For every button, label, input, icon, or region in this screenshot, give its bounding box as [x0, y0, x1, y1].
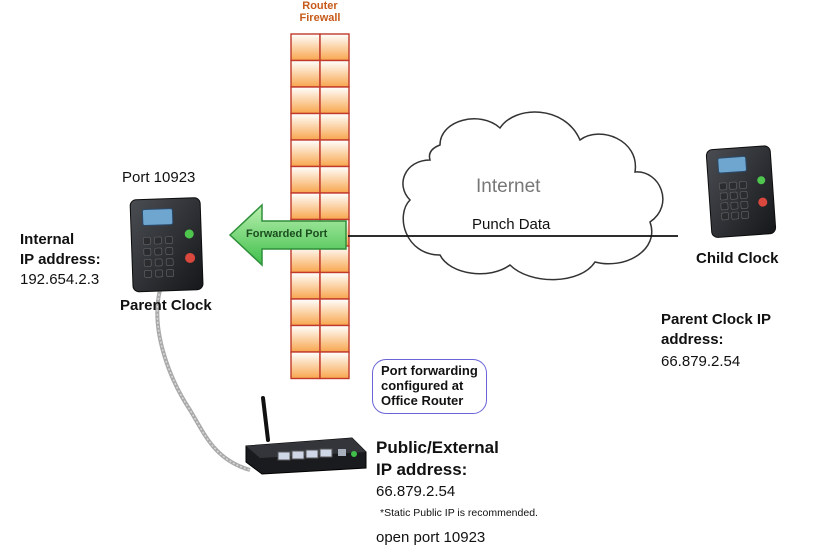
- public-ip-title-line2: IP address:: [376, 460, 468, 479]
- keypad-key: [740, 201, 749, 209]
- keypad-key: [165, 247, 174, 256]
- keypad-key: [720, 202, 729, 211]
- port-forwarding-note: Port forwarding configured at Office Rou…: [372, 359, 487, 414]
- keypad-key: [730, 201, 739, 210]
- firewall-brick: [290, 298, 321, 327]
- note-line2: configured at: [381, 377, 464, 393]
- parent-port-label: Port 10923: [122, 169, 196, 186]
- firewall-brick: [319, 245, 350, 274]
- static-ip-note: *Static Public IP is recommended.: [380, 507, 538, 519]
- parent-clock-ip-title-line2: address:: [661, 331, 724, 348]
- firewall-brick: [319, 86, 350, 115]
- keypad-key: [729, 191, 738, 200]
- firewall-brick: [319, 59, 350, 88]
- parent-clock-label: Parent Clock: [120, 297, 212, 314]
- note-line3: Office Router: [381, 392, 464, 408]
- firewall-brick: [290, 139, 321, 168]
- internal-ip-title-line2: IP address:: [20, 251, 101, 268]
- open-port-label: open port 10923: [376, 529, 486, 546]
- keypad-key: [165, 258, 174, 267]
- keypad-key: [719, 182, 728, 191]
- forward-arrow-icon: [228, 203, 347, 267]
- firewall-brick: [290, 112, 321, 141]
- firewall-brick: [290, 351, 321, 380]
- firewall-brick: [290, 192, 321, 221]
- keypad-key: [154, 236, 162, 245]
- firewall-brick: [319, 165, 350, 194]
- forwarded-port-label: Forwarded Port: [246, 228, 328, 240]
- firewall-brick: [290, 245, 321, 274]
- parent-clock-ip-value: 66.879.2.54: [661, 353, 741, 370]
- punch-data-label: Punch Data: [472, 216, 551, 233]
- keypad-key: [741, 210, 750, 219]
- firewall-brick: [319, 139, 350, 168]
- keypad-key: [155, 269, 163, 278]
- keypad-key: [721, 212, 730, 221]
- keypad-key: [166, 269, 174, 278]
- firewall-brick: [290, 59, 321, 88]
- firewall-brick: [319, 351, 350, 380]
- firewall-brick: [290, 324, 321, 353]
- firewall-label: Router Firewall: [298, 0, 342, 25]
- firewall-brick: [319, 33, 350, 62]
- time-clock-device-icon: [129, 197, 204, 293]
- time-clock-device-icon: [705, 145, 777, 238]
- keypad-key: [739, 181, 747, 189]
- firewall-brick: [319, 192, 350, 221]
- keypad-key: [154, 258, 163, 267]
- firewall-brick: [290, 165, 321, 194]
- firewall-label-line2: Firewall: [299, 12, 341, 25]
- firewall-brick: [290, 33, 321, 62]
- keypad-key: [154, 247, 163, 256]
- parent-clock-ip-title-line1: Parent Clock IP: [661, 311, 772, 328]
- firewall-brick: [290, 86, 321, 115]
- keypad-key: [143, 259, 152, 267]
- public-ip-title-line1: Public/External: [376, 438, 499, 457]
- child-clock-label: Child Clock: [696, 250, 779, 267]
- keypad-key: [143, 237, 151, 245]
- firewall-brick: [319, 112, 350, 141]
- wifi-router-icon: [245, 396, 367, 475]
- internal-ip-value: 192.654.2.3: [20, 271, 100, 288]
- firewall-brick: [290, 271, 321, 300]
- keypad-key: [165, 236, 173, 245]
- firewall-label-line1: Router: [302, 0, 338, 12]
- keypad-key: [739, 191, 748, 199]
- keypad-key: [719, 192, 728, 201]
- firewall-brick: [319, 298, 350, 327]
- public-ip-value: 66.879.2.54: [376, 483, 456, 500]
- internet-cloud-icon: [402, 111, 664, 281]
- keypad-key: [143, 248, 152, 256]
- keypad-key: [731, 211, 740, 220]
- firewall-brick: [319, 324, 350, 353]
- firewall-brick: [319, 271, 350, 300]
- keypad-key: [144, 270, 152, 278]
- note-line1: Port forwarding: [381, 363, 478, 378]
- internet-label: Internet: [476, 176, 541, 197]
- keypad-key: [729, 181, 737, 190]
- router-firewall-wall: [290, 33, 350, 380]
- network-cable: [155, 289, 251, 472]
- internal-ip-title-line1: Internal: [20, 231, 75, 248]
